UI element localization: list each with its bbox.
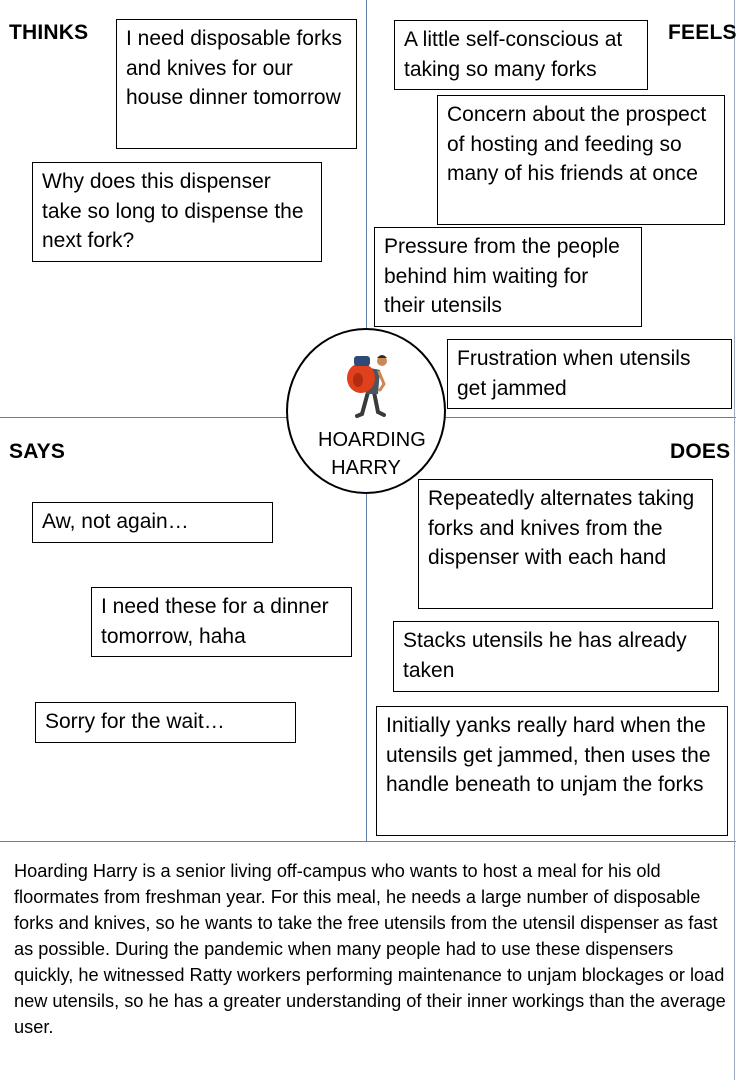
says-title: SAYS — [9, 440, 66, 463]
note-text: Aw, not again… — [42, 510, 189, 533]
does-note: Initially yanks really hard when the ute… — [376, 706, 728, 836]
does-note: Repeatedly alternates taking forks and k… — [418, 479, 713, 609]
note-text: Sorry for the wait… — [45, 710, 225, 733]
note-text: Initially yanks really hard when the ute… — [386, 714, 711, 796]
feels-note: A little self-conscious at taking so man… — [394, 20, 648, 90]
note-text: Stacks utensils he has already taken — [403, 629, 687, 682]
persona-circle: HOARDING HARRY — [286, 328, 446, 494]
note-text: A little self-conscious at taking so man… — [404, 28, 623, 81]
says-note: I need these for a dinner tomorrow, haha — [91, 587, 352, 657]
thinks-note: I need disposable forks and knives for o… — [116, 19, 357, 149]
persona-name: HOARDING HARRY — [318, 429, 426, 479]
hiker-with-backpack-icon — [347, 355, 387, 418]
feels-note: Concern about the prospect of hosting an… — [437, 95, 725, 225]
persona-description: Hoarding Harry is a senior living off-ca… — [14, 861, 726, 1037]
horizontal-divider-bottom — [0, 841, 736, 842]
feels-note: Frustration when utensils get jammed — [447, 339, 732, 409]
note-text: Pressure from the people behind him wait… — [384, 235, 620, 317]
note-text: Frustration when utensils get jammed — [457, 347, 691, 400]
note-text: Repeatedly alternates taking forks and k… — [428, 487, 695, 569]
does-title: DOES — [670, 440, 731, 463]
feels-title: FEELS — [668, 21, 736, 44]
note-text: I need disposable forks and knives for o… — [126, 27, 342, 109]
right-border — [734, 0, 735, 1080]
thinks-title: THINKS — [9, 21, 89, 44]
says-note: Sorry for the wait… — [35, 702, 296, 743]
does-note: Stacks utensils he has already taken — [393, 621, 719, 692]
says-note: Aw, not again… — [32, 502, 273, 543]
note-text: Why does this dispenser take so long to … — [42, 170, 304, 252]
thinks-note: Why does this dispenser take so long to … — [32, 162, 322, 262]
note-text: I need these for a dinner tomorrow, haha — [101, 595, 329, 648]
note-text: Concern about the prospect of hosting an… — [447, 103, 707, 185]
feels-note: Pressure from the people behind him wait… — [374, 227, 642, 327]
